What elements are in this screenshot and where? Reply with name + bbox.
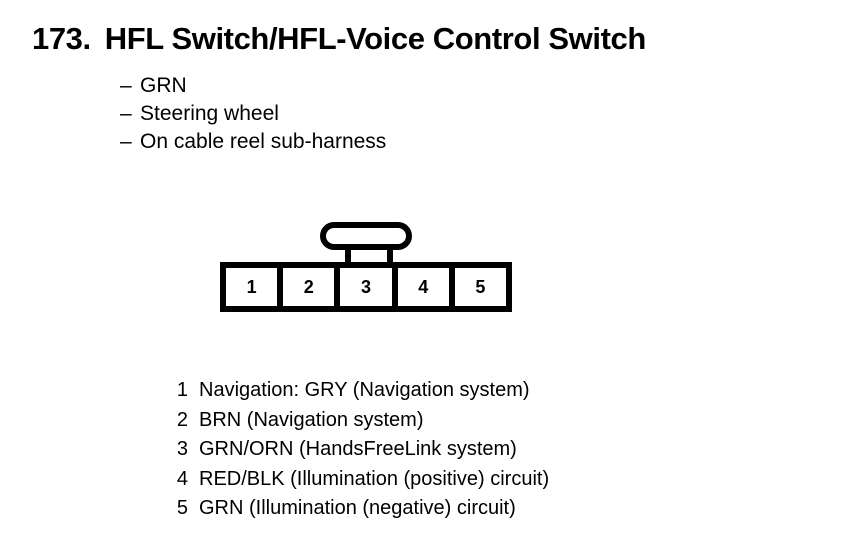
pin-legend-row: 4 RED/BLK (Illumination (positive) circu… — [170, 465, 549, 495]
connector-diagram: 1 2 3 4 5 — [220, 220, 512, 312]
connector-latch-neck-left — [345, 244, 351, 266]
pin-legend: 1 Navigation: GRY (Navigation system) 2 … — [170, 376, 549, 524]
connector-note-label: GRN — [140, 74, 187, 97]
connector-cell-3: 3 — [340, 268, 398, 306]
connector-note-item: – Steering wheel — [120, 100, 386, 128]
dash-icon: – — [120, 102, 132, 125]
connector-notes-list: – GRN – Steering wheel – On cable reel s… — [120, 72, 386, 156]
connector-note-item: – On cable reel sub-harness — [120, 128, 386, 156]
pin-description: Navigation: GRY (Navigation system) — [199, 379, 530, 401]
connector-cell-4: 4 — [397, 268, 455, 306]
pin-number: 2 — [176, 408, 188, 431]
dash-icon: – — [120, 74, 132, 97]
connector-note-label: Steering wheel — [140, 102, 279, 125]
pin-description: BRN (Navigation system) — [199, 408, 424, 431]
connector-cell-5: 5 — [454, 268, 507, 306]
connector-note-label: On cable reel sub-harness — [140, 130, 387, 153]
page-title-text: HFL Switch/HFL-Voice Control Switch — [104, 21, 647, 56]
page-title-number: 173. — [32, 21, 91, 56]
pin-legend-row: 1 Navigation: GRY (Navigation system) — [170, 376, 549, 406]
pin-number: 5 — [176, 497, 188, 519]
pin-description: RED/BLK (Illumination (positive) circuit… — [199, 467, 550, 490]
connector-cell-1: 1 — [226, 268, 284, 306]
pin-number: 3 — [176, 438, 188, 460]
connector-body: 1 2 3 4 5 — [220, 262, 512, 312]
pin-legend-row: 3 GRN/ORN (HandsFreeLink system) — [170, 435, 549, 465]
connector-cell-2: 2 — [283, 268, 341, 306]
pin-legend-row: 5 GRN (Illumination (negative) circuit) — [170, 494, 549, 524]
connector-latch-tab-icon — [320, 222, 412, 250]
connector-note-item: – GRN — [120, 72, 386, 100]
dash-icon: – — [120, 130, 132, 153]
pin-legend-row: 2 BRN (Navigation system) — [170, 406, 549, 436]
pin-number: 4 — [176, 467, 188, 490]
pin-description: GRN (Illumination (negative) circuit) — [199, 497, 516, 519]
pin-description: GRN/ORN (HandsFreeLink system) — [199, 438, 517, 460]
page-title: 173. HFL Switch/HFL-Voice Control Switch — [32, 21, 646, 57]
pin-number: 1 — [176, 379, 188, 401]
connector-latch-neck-right — [387, 244, 393, 266]
